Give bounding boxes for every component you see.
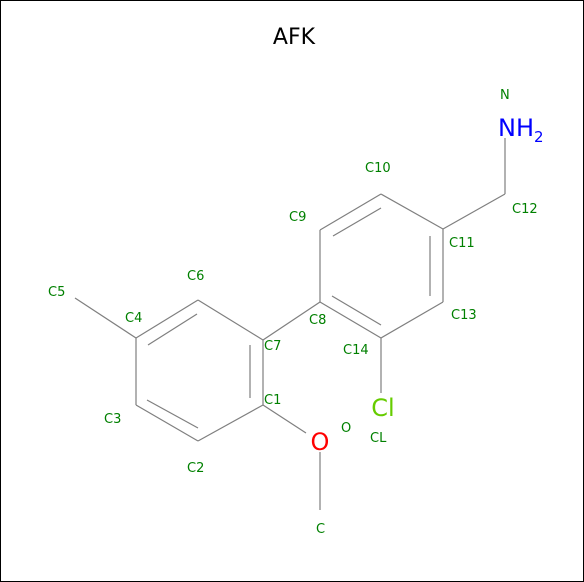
bond-c6-c4 (135, 299, 199, 339)
bond-c3-c2 (135, 404, 199, 442)
atom-label-c3: C3 (104, 412, 121, 427)
oxygen-symbol: O (311, 428, 330, 456)
atom-labels: C1 C2 C3 C4 C5 C6 C7 C8 C9 C10 C11 C12 C… (48, 88, 538, 537)
atom-label-c8: C8 (309, 313, 326, 328)
atom-label-c13: C13 (451, 308, 477, 323)
bond-c1-o (262, 404, 307, 434)
atom-label-c11: C11 (449, 236, 475, 251)
double-bond-c14-c8 (331, 295, 382, 326)
bond-c7-c8 (262, 301, 321, 341)
nitrogen-symbol: NH2 (498, 114, 544, 146)
bond-c10-c11 (380, 193, 444, 230)
bonds (74, 138, 506, 510)
atom-label-c1: C1 (264, 393, 281, 408)
bond-c7-c6 (197, 299, 264, 341)
bond-c13-c14 (380, 301, 444, 339)
atom-label-c12: C12 (512, 202, 538, 217)
atom-label-c4: C4 (125, 311, 142, 326)
bond-c9-c10 (319, 193, 382, 231)
bond-c14-c8 (319, 301, 382, 339)
atom-label-o: O (341, 421, 351, 436)
atom-label-c: C (316, 522, 325, 537)
atom-label-c5: C5 (48, 285, 65, 300)
atom-label-n: N (500, 88, 510, 103)
bond-c4-c5 (74, 297, 137, 339)
chlorine-symbol: Cl (371, 394, 394, 422)
atom-label-c6: C6 (187, 269, 204, 284)
bond-c11-c12 (442, 193, 506, 230)
title: AFK (273, 25, 316, 50)
double-bond-c6-c4 (147, 313, 198, 346)
bond-c2-c1 (197, 404, 264, 442)
atom-label-c2: C2 (187, 461, 204, 476)
atom-label-c7: C7 (264, 339, 281, 354)
atom-label-c14: C14 (343, 343, 369, 358)
double-bond-c3-c2 (146, 399, 199, 429)
atom-label-cl: CL (370, 431, 387, 446)
atom-label-c10: C10 (365, 161, 391, 176)
atom-label-c9: C9 (289, 210, 306, 225)
double-bond-c9-c10 (332, 207, 382, 237)
